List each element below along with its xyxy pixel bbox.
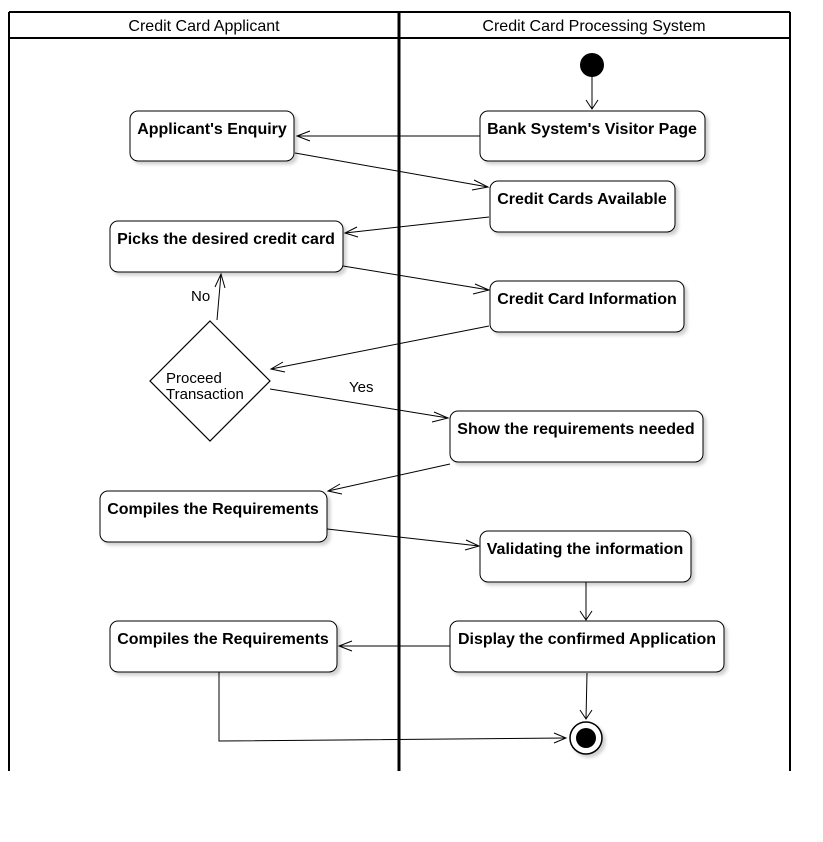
edge-enquiry-available <box>294 152 489 188</box>
initial-node <box>580 53 604 77</box>
edges <box>214 77 599 744</box>
final-node <box>569 721 603 755</box>
arrowhead <box>585 99 599 110</box>
edge-info-decision <box>270 325 490 370</box>
activity-label: Show the requirements needed <box>457 421 694 438</box>
guard-no: No <box>191 288 210 305</box>
edge-show-compiles1 <box>327 463 451 492</box>
decision-label-line1: Proceed <box>166 370 222 387</box>
activity-cards-available: Credit Cards Available <box>489 180 676 233</box>
activity-label: Compiles the Requirements <box>107 501 319 518</box>
edge-available-picks <box>344 216 490 234</box>
arrowhead <box>464 539 481 551</box>
arrowhead <box>326 483 343 495</box>
arrowhead <box>337 640 353 652</box>
arrowhead <box>579 610 593 621</box>
activity-label: Picks the desired credit card <box>117 231 335 248</box>
edge-picks-info <box>342 265 490 291</box>
activity-visitor-page: Bank System's Visitor Page <box>479 110 706 162</box>
arrowhead <box>471 179 490 191</box>
activity-label: Compiles the Requirements <box>117 631 329 648</box>
edge-compiles2-end <box>218 672 567 742</box>
activity-picks-card: Picks the desired credit card <box>109 220 344 273</box>
activity-label: Validating the information <box>487 541 683 558</box>
arrowhead <box>295 130 311 142</box>
activity-compiles-requirements-1: Compiles the Requirements <box>99 490 328 543</box>
arrowhead <box>553 732 568 744</box>
activity-label: Bank System's Visitor Page <box>487 121 697 138</box>
arrowhead <box>214 272 226 289</box>
arrowhead <box>472 283 491 295</box>
arrowhead <box>269 361 286 373</box>
activity-validating: Validating the information <box>479 530 692 583</box>
decision-proceed-transaction: Proceed Transaction <box>149 320 271 442</box>
arrowhead <box>579 709 593 720</box>
edge-decision-show <box>269 388 449 419</box>
edge-decision-picks <box>216 273 222 321</box>
guard-yes: Yes <box>349 379 373 396</box>
activity-card-information: Credit Card Information <box>489 280 685 333</box>
activity-compiles-requirements-2: Compiles the Requirements <box>109 620 338 673</box>
decision-label-line2: Transaction <box>166 386 244 403</box>
lane-title-applicant: Credit Card Applicant <box>128 18 280 35</box>
arrowhead <box>431 411 450 423</box>
arrowhead <box>343 226 359 238</box>
activity-show-requirements: Show the requirements needed <box>449 410 704 463</box>
activity-enquiry: Applicant's Enquiry <box>129 110 295 162</box>
activity-label: Display the confirmed Application <box>458 631 716 648</box>
edge-display-end <box>585 672 588 720</box>
activity-label: Applicant's Enquiry <box>137 121 287 138</box>
activity-label: Credit Card Information <box>497 291 677 308</box>
activity-display-confirmed: Display the confirmed Application <box>449 620 725 673</box>
activity-label: Credit Cards Available <box>497 191 667 208</box>
swimlane-frame: Credit Card Applicant Credit Card Proces… <box>8 11 791 771</box>
lane-title-system: Credit Card Processing System <box>482 18 705 35</box>
edge-compiles1-validating <box>326 528 480 547</box>
